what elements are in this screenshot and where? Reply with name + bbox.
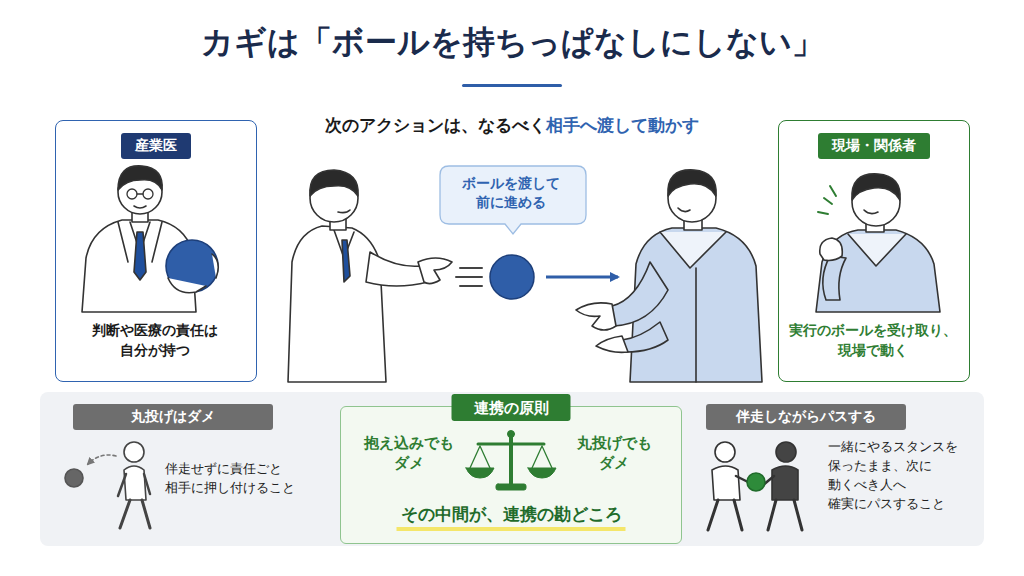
- principle-item: 抱え込みでも ダメ: [351, 433, 466, 472]
- text-line: 確実にパスすること: [828, 495, 978, 514]
- title: カギは「ボールを持ちっぱなしにしない」: [0, 22, 1024, 64]
- panel-badge: 伴走しながらパスする: [706, 404, 906, 430]
- text-line: 判断や医療の責任は: [56, 321, 253, 341]
- panel-description: 一緒にやるスタンスを 保ったまま、次に 動くべき人へ 確実にパスすること: [828, 438, 978, 513]
- ball-pass: [456, 255, 618, 299]
- worker-receiving: [576, 170, 762, 382]
- text-line: 前に進める: [440, 193, 582, 212]
- text-line: 抱え込みでも: [351, 433, 466, 453]
- bottom-band: [40, 392, 984, 546]
- subtitle-text: 相手へ渡して動かす: [546, 116, 699, 135]
- principle-box: 連携の原則抱え込みでも ダメ丸投げでも ダメその中間が、連携の勘どころ: [340, 406, 682, 544]
- text-line: 実行のボールを受け取り、: [779, 321, 966, 341]
- bad-practice-panel: 丸投げはダメ伴走せずに責任ごと 相手に押し付けること: [55, 398, 334, 540]
- doctor-passing: [288, 170, 452, 382]
- text-line: 動くべき人へ: [828, 476, 978, 495]
- speech-bubble: ボールを渡して 前に進める: [440, 166, 586, 224]
- balance-scale: [466, 431, 556, 491]
- role-badge: 現場・関係者: [818, 133, 930, 159]
- principle-badge: 連携の原則: [452, 394, 571, 421]
- good-practice-panel: 伴走しながらパスする一緒にやるスタンスを 保ったまま、次に 動くべき人へ 確実に…: [690, 398, 982, 540]
- panel-badge: 丸投げはダメ: [73, 404, 273, 430]
- role-badge: 産業医: [121, 133, 191, 159]
- role-description: 判断や医療の責任は 自分が持つ: [56, 321, 253, 360]
- doctor-holding-ball: [82, 166, 218, 312]
- text-line: ボールを渡して: [440, 174, 582, 193]
- walk-away-icon: [65, 442, 150, 528]
- panel-description: 伴走せずに責任ごと 相手に押し付けること: [165, 460, 330, 498]
- role-box: 産業医判断や医療の責任は 自分が持つ: [55, 120, 257, 382]
- worker-motivated: [816, 174, 940, 312]
- title-underline: [462, 84, 562, 87]
- principle-item: 丸投げでも ダメ: [555, 433, 673, 472]
- text-line: その中間が、連携の勘どころ: [401, 503, 622, 528]
- text-line: 丸投げでも: [555, 433, 673, 453]
- text-line: ダメ: [351, 453, 466, 473]
- text-line: 自分が持つ: [56, 341, 253, 361]
- bubble-text: ボールを渡して 前に進める: [440, 174, 582, 212]
- text-line: 保ったまま、次に: [828, 457, 978, 476]
- role-description: 実行のボールを受け取り、 現場で動く: [779, 321, 966, 360]
- text-line: 一緒にやるスタンスを: [828, 438, 978, 457]
- text-line: 現場で動く: [779, 341, 966, 361]
- principle-conclusion: その中間が、連携の勘どころ: [397, 503, 626, 531]
- role-box: 現場・関係者実行のボールを受け取り、 現場で動く: [778, 120, 970, 382]
- text-line: 相手に押し付けること: [165, 479, 330, 498]
- pass-together-icon: [708, 442, 802, 530]
- bubble-outline: [440, 166, 586, 234]
- text-line: ダメ: [555, 453, 673, 473]
- principle-fill: [340, 406, 682, 544]
- text-line: 伴走せずに責任ごと: [165, 460, 330, 479]
- subtitle-text: 次のアクションは、なるべく: [325, 116, 546, 135]
